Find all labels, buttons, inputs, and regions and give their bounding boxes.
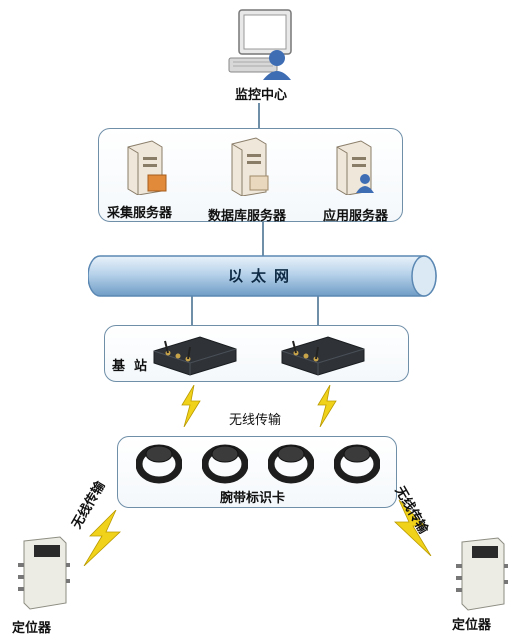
wristband-label: 腕带标识卡 <box>220 491 286 506</box>
right-lower-lightning-icon <box>393 500 432 556</box>
collection-server-icon <box>127 140 167 195</box>
right-locator-icon <box>456 537 508 611</box>
right-base-station-icon <box>281 336 365 376</box>
network-to-right-station-line <box>317 296 319 326</box>
wristband-icon-1 <box>136 444 182 484</box>
base-station-label: 基 站 <box>112 359 148 374</box>
wristband-icon-3 <box>268 444 314 484</box>
computer-user-icon <box>228 9 292 80</box>
monitor-center-label: 监控中心 <box>235 88 288 103</box>
left-lightning-icon <box>181 385 201 427</box>
ethernet-pipe <box>88 255 437 297</box>
database-server-label: 数据库服务器 <box>208 209 287 224</box>
database-server-icon <box>231 137 269 196</box>
network-to-left-station-line <box>191 296 193 326</box>
left-locator-icon <box>18 536 70 610</box>
monitor-to-servers-line <box>258 103 260 128</box>
left-locator-label: 定位器 <box>12 621 52 636</box>
ethernet-label: 以太网 <box>228 267 298 285</box>
left-base-station-icon <box>153 336 237 376</box>
wristband-icon-2 <box>202 444 248 484</box>
right-lightning-icon <box>317 385 337 427</box>
wireless-center-label: 无线传输 <box>229 413 282 428</box>
application-server-icon <box>336 140 374 195</box>
left-lower-lightning-icon <box>83 510 122 566</box>
wristband-icon-4 <box>334 444 380 484</box>
right-locator-label: 定位器 <box>452 618 492 633</box>
collection-server-label: 采集服务器 <box>107 206 173 221</box>
application-server-label: 应用服务器 <box>323 209 389 224</box>
servers-to-network-line <box>262 221 264 256</box>
